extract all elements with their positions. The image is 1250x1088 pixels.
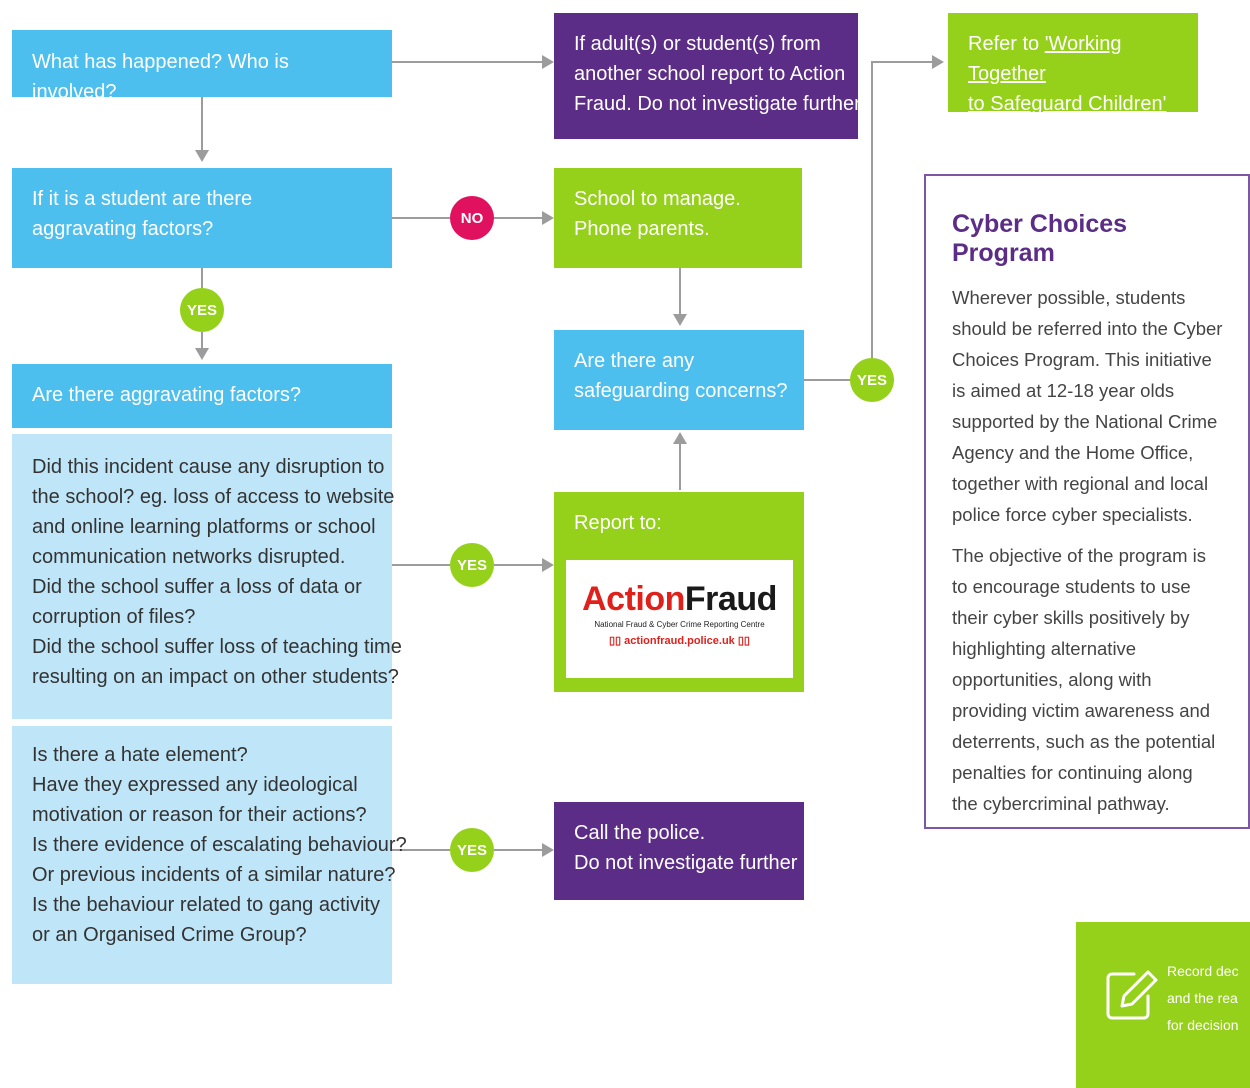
node-line: Do not investigate further	[574, 852, 798, 874]
action-fraud-wordmark: ActionFraud	[582, 580, 777, 618]
node-line: safeguarding concerns?	[574, 380, 788, 402]
node-line: another school report to Action	[574, 63, 846, 85]
node-line: Call the police.	[574, 822, 706, 844]
question-line: the school? eg. loss of access to websit…	[32, 486, 395, 508]
aggravating-header-box: Are there aggravating factors?	[12, 364, 392, 428]
what-happened-box: What has happened? Who is involved?	[12, 30, 392, 103]
no-badge: NO	[450, 196, 494, 240]
question-line: Or previous incidents of a similar natur…	[32, 864, 396, 886]
question-line: or an Organised Crime Group?	[32, 924, 307, 946]
action-fraud-logo: ActionFraud National Fraud & Cyber Crime…	[566, 560, 793, 678]
call-police-box: Call the police. Do not investigate furt…	[554, 802, 804, 900]
yes-badge: YES	[450, 828, 494, 872]
yes-badge: YES	[850, 358, 894, 402]
question-line: corruption of files?	[32, 606, 196, 628]
question-line: and online learning platforms or school	[32, 516, 376, 538]
disruption-questions-box: Did this incident cause any disruption t…	[12, 434, 402, 719]
node-line: School to manage.	[574, 188, 741, 210]
pencil-icon	[1106, 970, 1158, 1020]
node-line: If adult(s) or student(s) from	[574, 33, 821, 55]
cyber-choices-panel: Cyber Choices Program Wherever possible,…	[924, 174, 1250, 829]
what-happened-text: What has happened? Who is involved?	[32, 51, 289, 103]
aggravating-header-text: Are there aggravating factors?	[32, 384, 302, 406]
question-line: Did the school suffer loss of teaching t…	[32, 636, 402, 658]
action-fraud-url: ▯▯ actionfraud.police.uk ▯▯	[609, 635, 750, 647]
school-manage-box: School to manage. Phone parents.	[554, 168, 802, 268]
report-to-text: Report to:	[574, 512, 662, 534]
action-fraud-subtitle: National Fraud & Cyber Crime Reporting C…	[594, 620, 765, 629]
question-line: communication networks disrupted.	[32, 546, 346, 568]
student-aggravating-box: If it is a student are there aggravating…	[12, 168, 392, 268]
question-line: Did the school suffer a loss of data or	[32, 576, 362, 598]
safeguarding-box: Are there any safeguarding concerns?	[554, 330, 804, 430]
question-line: Have they expressed any ideological	[32, 774, 358, 796]
question-line: Is there a hate element?	[32, 744, 248, 766]
question-line: resulting on an impact on other students…	[32, 666, 399, 688]
question-line: Is the behaviour related to gang activit…	[32, 894, 380, 916]
node-line: Phone parents.	[574, 218, 710, 240]
question-line: motivation or reason for their actions?	[32, 804, 367, 826]
adult-report-box: If adult(s) or student(s) from another s…	[554, 13, 861, 139]
cyber-choices-title: Cyber Choices Program	[952, 210, 1128, 267]
node-line: Fraud. Do not investigate further	[574, 93, 861, 115]
node-line: Are there any	[574, 350, 695, 372]
yes-badge: YES	[450, 543, 494, 587]
node-line: If it is a student are there	[32, 188, 253, 210]
node-line: aggravating factors?	[32, 218, 214, 240]
yes-badge: YES	[180, 288, 224, 332]
hate-questions-box: Is there a hate element? Have they expre…	[12, 726, 407, 984]
question-line: Is there evidence of escalating behaviou…	[32, 834, 407, 856]
question-line: Did this incident cause any disruption t…	[32, 456, 385, 478]
refer-text: Refer to	[968, 33, 1045, 55]
